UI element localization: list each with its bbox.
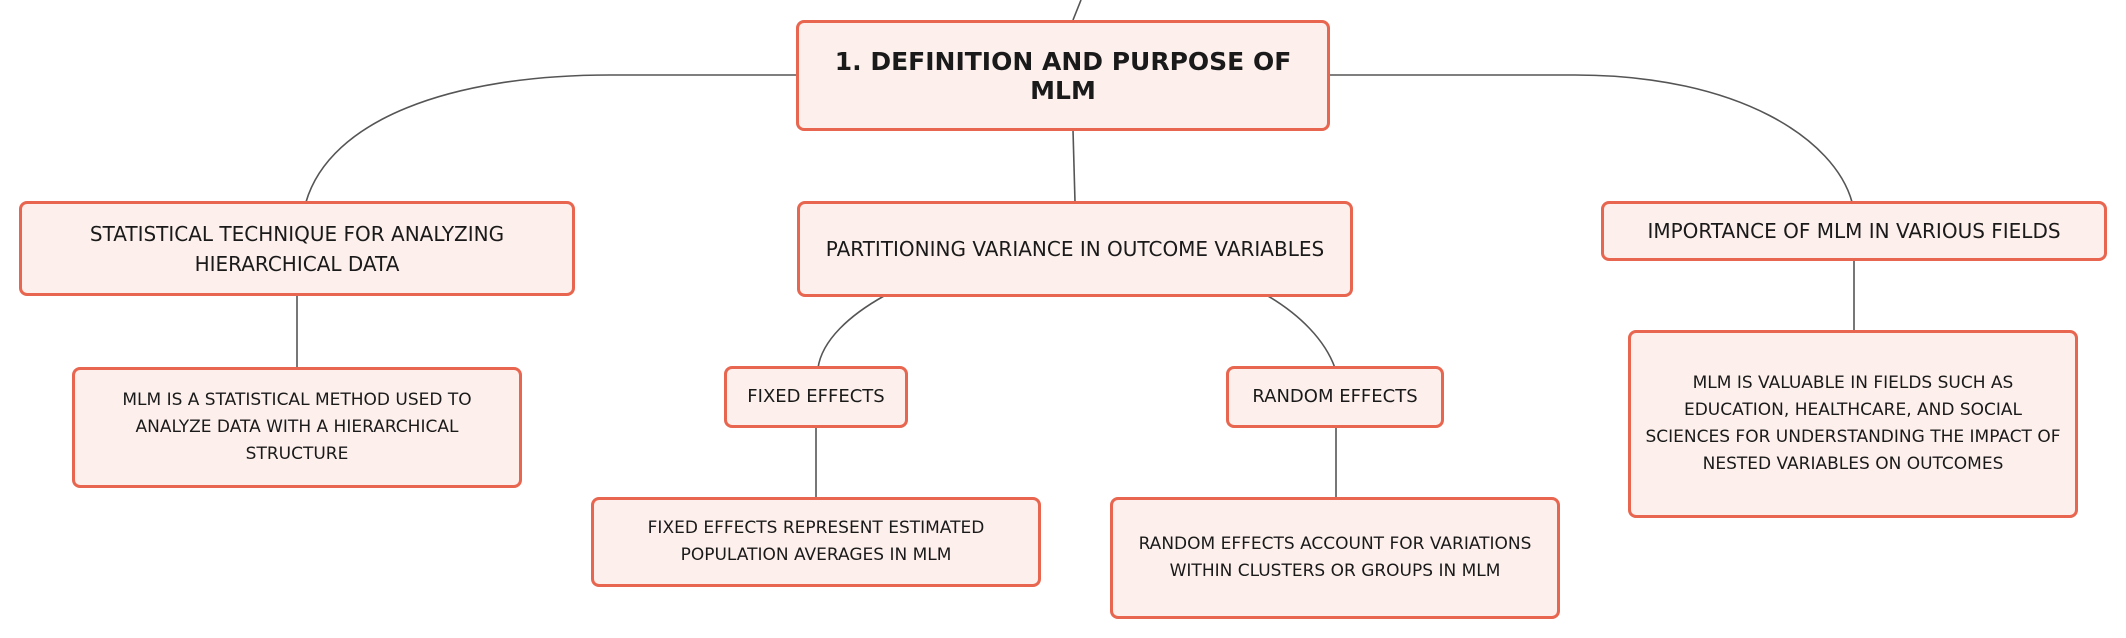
connector-root-to-importance <box>1329 74 1853 203</box>
root-node[interactable]: 1. DEFINITION AND PURPOSE OF MLM <box>796 20 1330 131</box>
root-node-label: 1. DEFINITION AND PURPOSE OF MLM <box>834 46 1292 105</box>
detail-node-text: RANDOM EFFECTS ACCOUNT FOR VARIATIONS WI… <box>1138 534 1532 581</box>
branch-node-label: PARTITIONING VARIANCE IN OUTCOME VARIABL… <box>825 237 1325 261</box>
sub-node-fixed-effects[interactable]: FIXED EFFECTS <box>724 366 908 428</box>
sub-node-label: RANDOM EFFECTS <box>1252 386 1418 407</box>
sub-node-random-effects[interactable]: RANDOM EFFECTS <box>1226 366 1444 428</box>
detail-node-text: MLM IS A STATISTICAL METHOD USED TO ANAL… <box>122 390 472 464</box>
connector-root-to-partitioning-variance <box>1072 129 1076 203</box>
branch-node-label: IMPORTANCE OF MLM IN VARIOUS FIELDS <box>1647 219 2061 243</box>
detail-node-statistical-technique[interactable]: MLM IS A STATISTICAL METHOD USED TO ANAL… <box>72 367 522 488</box>
branch-node-label: STATISTICAL TECHNIQUE FOR ANALYZING HIER… <box>89 221 505 276</box>
branch-node-statistical-technique[interactable]: STATISTICAL TECHNIQUE FOR ANALYZING HIER… <box>19 201 575 296</box>
connector-parent-to-root <box>1072 0 1082 21</box>
detail-node-random-effects[interactable]: RANDOM EFFECTS ACCOUNT FOR VARIATIONS WI… <box>1110 497 1560 619</box>
detail-node-text: MLM IS VALUABLE IN FIELDS SUCH AS EDUCAT… <box>1645 373 2061 474</box>
detail-node-fixed-effects[interactable]: FIXED EFFECTS REPRESENT ESTIMATED POPULA… <box>591 497 1041 587</box>
connector-partitioning-to-fixed-effects <box>817 295 885 369</box>
detail-node-importance[interactable]: MLM IS VALUABLE IN FIELDS SUCH AS EDUCAT… <box>1628 330 2078 518</box>
branch-node-partitioning-variance[interactable]: PARTITIONING VARIANCE IN OUTCOME VARIABL… <box>797 201 1353 297</box>
sub-node-label: FIXED EFFECTS <box>747 386 885 407</box>
branch-node-importance[interactable]: IMPORTANCE OF MLM IN VARIOUS FIELDS <box>1601 201 2107 261</box>
connector-partitioning-to-random-effects <box>1267 295 1336 369</box>
detail-node-text: FIXED EFFECTS REPRESENT ESTIMATED POPULA… <box>647 518 985 565</box>
connector-root-to-statistical-technique <box>305 74 796 203</box>
